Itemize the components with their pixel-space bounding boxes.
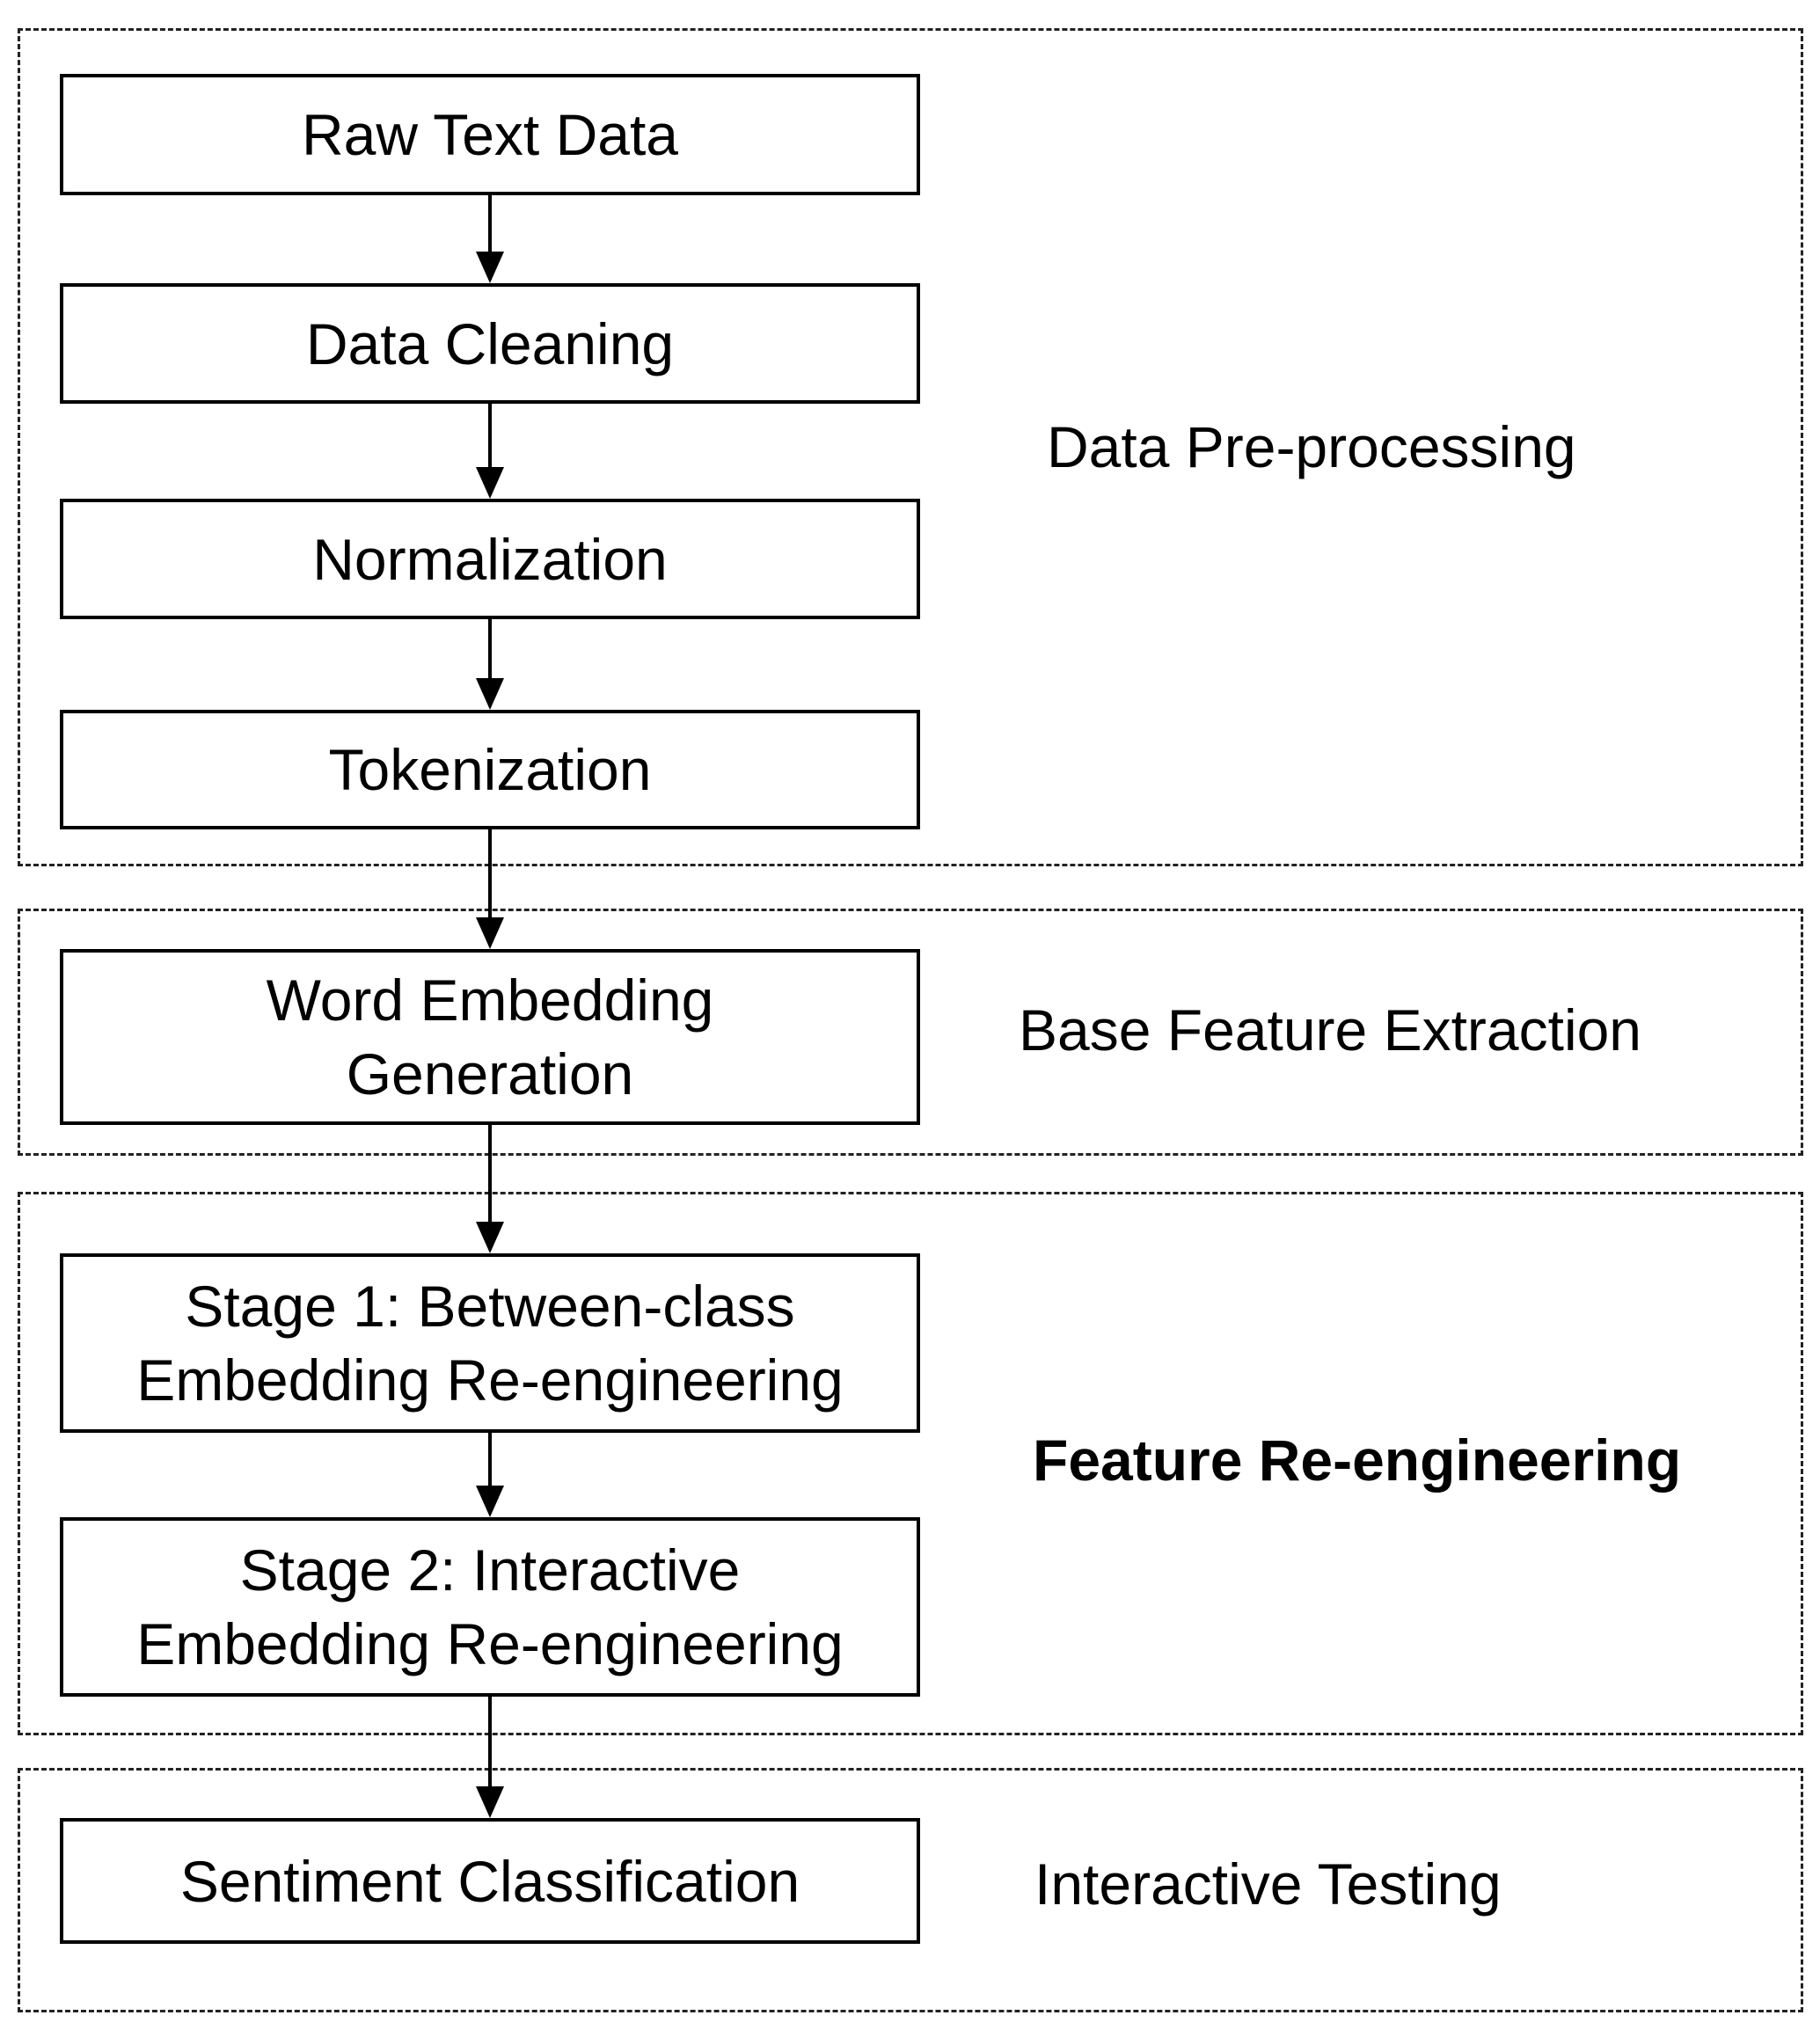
- group-data-preprocessing: [18, 28, 1803, 866]
- step-label: Data Cleaning: [305, 310, 675, 376]
- step-stage1-between-class: Stage 1: Between-class Embedding Re-engi…: [60, 1253, 920, 1433]
- step-label: Raw Text Data: [302, 102, 678, 167]
- step-normalization: Normalization: [60, 499, 920, 619]
- group-label-interactive-testing: Interactive Testing: [1034, 1851, 1502, 1917]
- step-label-line-2: Embedding Re-engineering: [136, 1611, 844, 1676]
- step-raw-text-data: Raw Text Data: [60, 74, 920, 195]
- group-label-base-feature-extraction: Base Feature Extraction: [1019, 997, 1642, 1062]
- group-feature-reengineering: [18, 1192, 1803, 1735]
- step-label-line-1: Word Embedding: [266, 968, 714, 1033]
- step-label-line-1: Stage 2: Interactive: [239, 1537, 741, 1603]
- group-label-feature-reengineering: Feature Re-engineering: [1033, 1428, 1682, 1493]
- step-data-cleaning: Data Cleaning: [60, 283, 920, 404]
- step-word-embedding-generation: Word Embedding Generation: [60, 949, 920, 1125]
- step-label-line-2: Embedding Re-engineering: [136, 1347, 844, 1413]
- step-label: Normalization: [312, 526, 668, 592]
- step-sentiment-classification: Sentiment Classification: [60, 1818, 920, 1944]
- step-tokenization: Tokenization: [60, 710, 920, 829]
- step-label: Sentiment Classification: [179, 1848, 800, 1914]
- step-label: Tokenization: [328, 737, 652, 802]
- step-label-line-1: Stage 1: Between-class: [185, 1274, 795, 1339]
- step-stage2-interactive: Stage 2: Interactive Embedding Re-engine…: [60, 1517, 920, 1697]
- group-interactive-testing: [18, 1768, 1803, 2012]
- step-label-line-2: Generation: [346, 1041, 634, 1106]
- group-base-feature-extraction: [18, 909, 1803, 1156]
- group-label-data-preprocessing: Data Pre-processing: [1047, 414, 1576, 479]
